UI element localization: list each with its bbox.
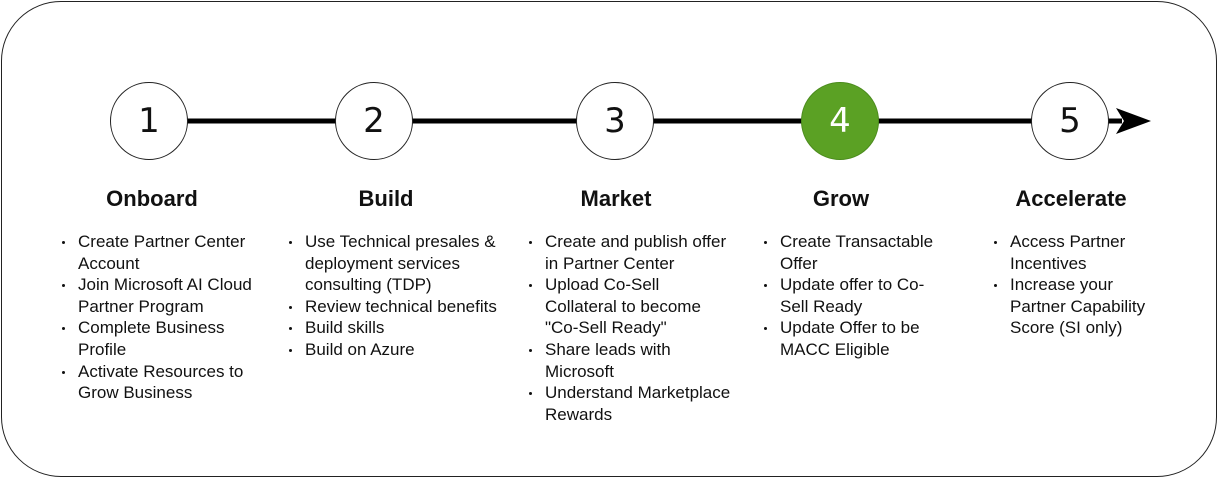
list-item: Increase your Partner Capability Score (… [994, 274, 1169, 339]
step-4-number: 4 [829, 101, 851, 141]
list-item: Complete Business Profile [62, 317, 267, 360]
list-item: Create Transactable Offer [764, 231, 939, 274]
list-item: Share leads with Microsoft [529, 339, 734, 382]
step-1-title: Onboard [106, 186, 198, 211]
step-4-list: Create Transactable Offer Update offer t… [764, 231, 939, 361]
timeline-arrowhead [1116, 108, 1151, 134]
step-5-number: 5 [1059, 101, 1081, 141]
step-3-list: Create and publish offer in Partner Cent… [529, 231, 734, 425]
list-item: Update offer to Co-Sell Ready [764, 274, 939, 317]
list-item: Create and publish offer in Partner Cent… [529, 231, 734, 274]
step-3-number: 3 [604, 101, 626, 141]
step-5-title: Accelerate [1015, 186, 1127, 211]
step-5-list: Access Partner Incentives Increase your … [994, 231, 1169, 339]
list-item: Build on Azure [289, 339, 514, 361]
step-4-title: Grow [812, 186, 870, 211]
step-1-circle: 1 [110, 82, 188, 160]
list-item: Access Partner Incentives [994, 231, 1169, 274]
step-2-circle: 2 [335, 82, 413, 160]
step-1-list: Create Partner Center Account Join Micro… [62, 231, 267, 404]
list-item: Build skills [289, 317, 514, 339]
list-item: Activate Resources to Grow Business [62, 361, 267, 404]
step-2-list: Use Technical presales & deployment serv… [289, 231, 514, 361]
step-5-circle: 5 [1031, 82, 1109, 160]
list-item: Join Microsoft AI Cloud Partner Program [62, 274, 267, 317]
step-3-title: Market [580, 186, 652, 211]
list-item: Update Offer to be MACC Eligible [764, 317, 939, 360]
step-3-circle: 3 [576, 82, 654, 160]
list-item: Use Technical presales & deployment serv… [289, 231, 514, 296]
step-2-number: 2 [363, 101, 385, 141]
step-1-number: 1 [138, 101, 160, 141]
list-item: Create Partner Center Account [62, 231, 267, 274]
step-2-title: Build [358, 186, 414, 211]
list-item: Upload Co-Sell Collateral to become "Co-… [529, 274, 734, 339]
list-item: Review technical benefits [289, 296, 514, 318]
list-item: Understand Marketplace Rewards [529, 382, 734, 425]
step-4-circle: 4 [801, 82, 879, 160]
